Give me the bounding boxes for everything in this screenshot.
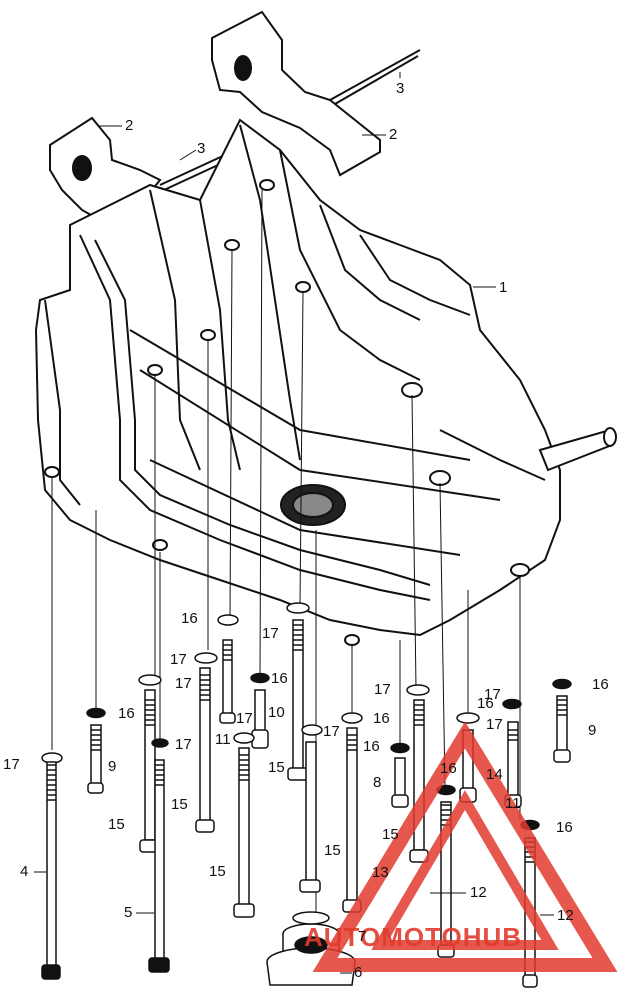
bolt-13 bbox=[341, 712, 363, 913]
bolt-15-tall bbox=[286, 602, 310, 781]
callout-15: 15 bbox=[268, 759, 285, 776]
bolt-9-left bbox=[86, 707, 106, 794]
bolt-15-lower bbox=[299, 724, 323, 893]
bolt-15-center bbox=[233, 732, 255, 918]
callouts: 1 2 2 3 3 4 5 6 7 8 9 9 10 11 11 12 12 1… bbox=[3, 80, 609, 981]
heat-shield-right bbox=[211, 10, 381, 177]
oil-pan bbox=[34, 118, 617, 646]
callout-11: 11 bbox=[505, 795, 521, 812]
callout-2: 2 bbox=[125, 117, 133, 134]
callout-17: 17 bbox=[236, 710, 253, 727]
callout-16: 16 bbox=[363, 738, 380, 755]
bolt-4 bbox=[41, 752, 63, 980]
callout-14: 14 bbox=[486, 766, 503, 783]
callout-16: 16 bbox=[477, 695, 494, 712]
callout-11: 11 bbox=[215, 731, 231, 748]
callout-ticks bbox=[34, 72, 554, 974]
watermark-text: AUTOMOTOHUB bbox=[304, 922, 522, 952]
callout-4: 4 bbox=[20, 863, 28, 880]
bolt-16-upper bbox=[217, 614, 239, 724]
callout-17: 17 bbox=[175, 675, 192, 692]
bolt-15-right bbox=[406, 684, 430, 863]
callout-16: 16 bbox=[118, 705, 135, 722]
callout-17: 17 bbox=[175, 736, 192, 753]
callout-16: 16 bbox=[271, 670, 288, 687]
callout-17: 17 bbox=[170, 651, 187, 668]
callout-12: 12 bbox=[557, 907, 574, 924]
callout-7: 7 bbox=[358, 928, 366, 945]
callout-15: 15 bbox=[209, 863, 226, 880]
callout-16: 16 bbox=[440, 760, 457, 777]
callout-9: 9 bbox=[108, 758, 116, 775]
bolt-10 bbox=[250, 672, 270, 749]
callout-12: 12 bbox=[470, 884, 487, 901]
callout-17: 17 bbox=[323, 723, 340, 740]
callout-2: 2 bbox=[389, 126, 397, 143]
callout-6: 6 bbox=[354, 964, 362, 981]
bolt-9-right bbox=[552, 678, 572, 763]
callout-15: 15 bbox=[324, 842, 341, 859]
callout-15: 15 bbox=[108, 816, 125, 833]
callout-16: 16 bbox=[373, 710, 390, 727]
callout-9: 9 bbox=[588, 722, 596, 739]
callout-15: 15 bbox=[171, 796, 188, 813]
bolt-15-midleft bbox=[194, 652, 218, 833]
shield-strip-right bbox=[329, 49, 421, 105]
callout-15: 15 bbox=[382, 826, 399, 843]
callout-16: 16 bbox=[556, 819, 573, 836]
callout-17: 17 bbox=[374, 681, 391, 698]
washer-7 bbox=[292, 911, 330, 925]
callout-1: 1 bbox=[499, 279, 507, 296]
callout-16: 16 bbox=[592, 676, 609, 693]
callout-3: 3 bbox=[396, 80, 404, 97]
callout-10: 10 bbox=[268, 704, 285, 721]
callout-5: 5 bbox=[124, 904, 132, 921]
callout-8: 8 bbox=[373, 774, 381, 791]
watermark-logo: AUTOMOTOHUB bbox=[304, 721, 618, 972]
callout-3: 3 bbox=[197, 140, 205, 157]
callout-17: 17 bbox=[262, 625, 279, 642]
callout-16: 16 bbox=[181, 610, 198, 627]
callout-17: 17 bbox=[484, 686, 501, 703]
bolt-8 bbox=[390, 742, 410, 808]
callout-17: 17 bbox=[486, 716, 503, 733]
bolt-5 bbox=[148, 738, 170, 973]
callout-17: 17 bbox=[3, 756, 20, 773]
callout-13: 13 bbox=[372, 864, 389, 881]
leader-lines bbox=[51, 189, 521, 930]
watermark-triangle-icon bbox=[312, 721, 618, 972]
